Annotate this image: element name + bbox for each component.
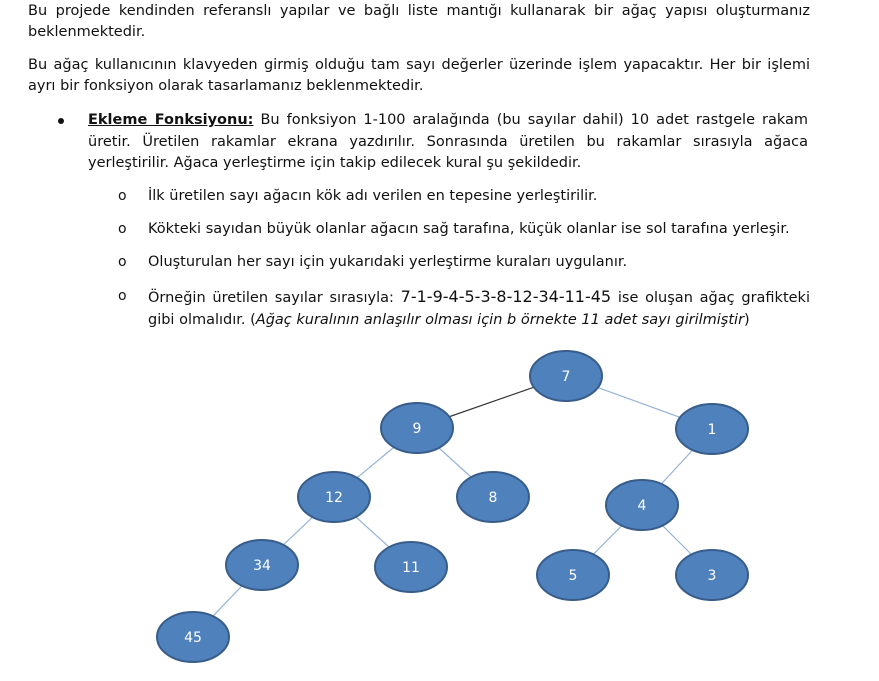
tree-node-label: 3 bbox=[708, 568, 717, 584]
example-lead: Örneğin üretilen sayılar sırasıyla: bbox=[148, 290, 401, 306]
circle-bullet-icon: o bbox=[118, 288, 127, 304]
tree-node-label: 9 bbox=[413, 421, 422, 437]
example-tail: ise oluşan ağaç grafikteki gibi olmalıdı… bbox=[148, 290, 810, 328]
intro-paragraph: Bu projede kendinden referanslı yapılar … bbox=[28, 3, 810, 40]
bullet-heading: Ekleme Fonksiyonu: bbox=[88, 112, 254, 128]
bullet-body: Bu fonksiyon 1-100 aralağında (bu sayıla… bbox=[88, 112, 808, 171]
tree-node-label: 1 bbox=[708, 422, 717, 438]
tree-node-4: 4 bbox=[605, 479, 679, 531]
tree-nodes: 7 9 1 12 8 4 34 11 5 3 45 bbox=[156, 350, 749, 663]
sub-item-text: Kökteki sayıdan büyük olanlar ağacın sağ… bbox=[148, 221, 790, 237]
example-text: Örneğin üretilen sayılar sırasıyla: 7-1-… bbox=[148, 286, 810, 331]
tree-node-label: 34 bbox=[253, 558, 271, 574]
tree-node-ellipse bbox=[536, 549, 610, 601]
tree-node-11: 11 bbox=[374, 541, 448, 593]
tree-node-ellipse bbox=[225, 539, 299, 591]
tree-node-3: 3 bbox=[675, 549, 749, 601]
tree-node-9: 9 bbox=[380, 402, 454, 454]
tree-node-label: 12 bbox=[325, 490, 343, 506]
tree-node-label: 7 bbox=[562, 369, 571, 385]
tree-node-ellipse bbox=[380, 402, 454, 454]
bullet-icon bbox=[58, 118, 64, 124]
example-sequence: 7-1-9-4-5-3-8-12-34-11-45 bbox=[400, 287, 612, 306]
example-close: ) bbox=[744, 311, 750, 328]
tree-node-7: 7 bbox=[529, 350, 603, 402]
tree-node-label: 11 bbox=[402, 560, 420, 576]
tree-node-ellipse bbox=[675, 403, 749, 455]
tree-node-34: 34 bbox=[225, 539, 299, 591]
tree-node-ellipse bbox=[605, 479, 679, 531]
circle-bullet-icon: o bbox=[118, 221, 127, 237]
circle-bullet-icon: o bbox=[118, 188, 127, 204]
description-paragraph: Bu ağaç kullanıcının klavyeden girmiş ol… bbox=[28, 57, 810, 94]
tree-node-12: 12 bbox=[297, 471, 371, 523]
tree-node-label: 5 bbox=[569, 568, 578, 584]
example-note: Ağaç kuralının anlaşılır olması için b ö… bbox=[255, 311, 745, 328]
tree-node-ellipse bbox=[675, 549, 749, 601]
circle-bullet-icon: o bbox=[118, 254, 127, 270]
sub-item-text: Oluşturulan her sayı için yukarıdaki yer… bbox=[148, 254, 628, 270]
tree-node-5: 5 bbox=[536, 549, 610, 601]
tree-node-ellipse bbox=[156, 611, 230, 663]
tree-node-label: 45 bbox=[184, 630, 202, 646]
tree-node-1: 1 bbox=[675, 403, 749, 455]
tree-node-label: 4 bbox=[638, 498, 647, 514]
bullet-text: Ekleme Fonksiyonu: Bu fonksiyon 1-100 ar… bbox=[88, 110, 808, 175]
tree-node-8: 8 bbox=[456, 471, 530, 523]
tree-node-ellipse bbox=[297, 471, 371, 523]
tree-node-ellipse bbox=[529, 350, 603, 402]
tree-node-ellipse bbox=[374, 541, 448, 593]
tree-node-45: 45 bbox=[156, 611, 230, 663]
sub-item-text: İlk üretilen sayı ağacın kök adı verilen… bbox=[148, 188, 598, 204]
tree-node-label: 8 bbox=[489, 490, 498, 506]
tree-node-ellipse bbox=[456, 471, 530, 523]
